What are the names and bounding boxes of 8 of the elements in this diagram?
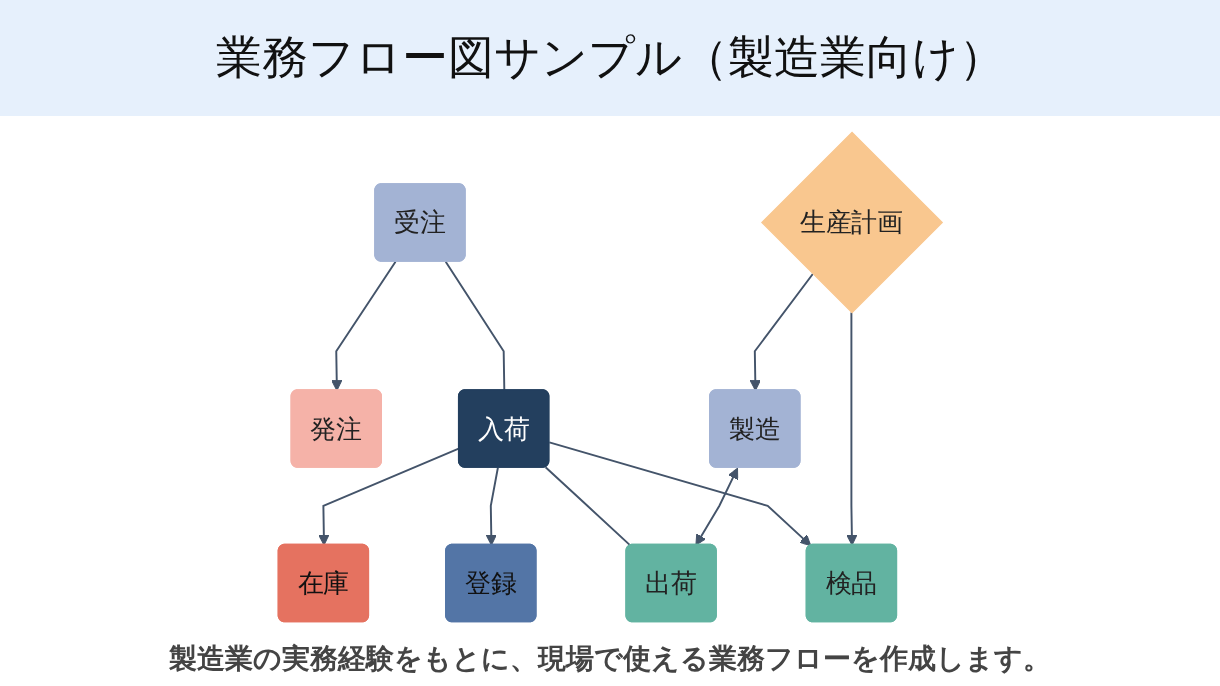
node-diamond: 生産計画	[760, 131, 943, 314]
title: 業務フロー図サンプル（製造業向け）	[0, 0, 1220, 116]
arrow	[845, 311, 858, 546]
connector	[544, 466, 632, 547]
arrow	[485, 466, 499, 546]
arrow	[695, 467, 738, 546]
caption: 製造業の実務経験をもとに、現場で使える業務フローを作成します。	[168, 641, 1052, 677]
arrow	[548, 441, 812, 547]
